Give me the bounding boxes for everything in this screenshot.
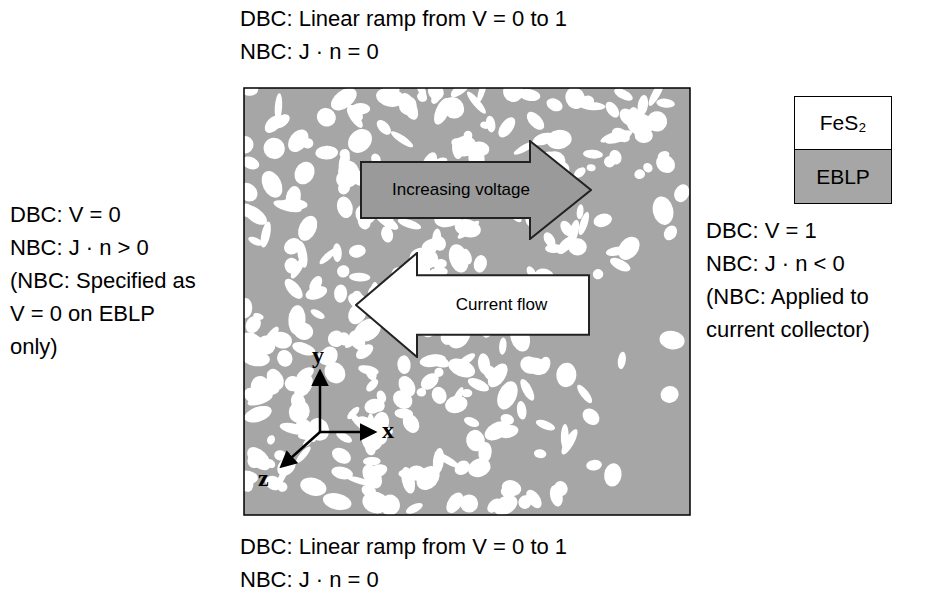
- boundary-condition-label: NBC: J · n < 0: [706, 247, 845, 280]
- boundary-condition-label: NBC: J · n = 0: [240, 563, 379, 596]
- arrow-shape: Increasing voltage: [360, 140, 592, 240]
- arrow-label: Increasing voltage: [392, 180, 530, 200]
- axis-label: y: [312, 343, 324, 367]
- legend-swatch: EBLP: [794, 150, 892, 204]
- legend-swatch: FeS₂: [794, 96, 892, 150]
- axes-symbol: [282, 372, 374, 466]
- axis-label: z: [258, 466, 269, 490]
- boundary-condition-label: DBC: V = 1: [706, 214, 817, 247]
- legend-text: EBLP: [816, 165, 870, 189]
- boundary-condition-label: DBC: Linear ramp from V = 0 to 1: [240, 530, 567, 563]
- boundary-condition-label: (NBC: Specified as V = 0 on EBLP only): [10, 264, 202, 363]
- arrow-label: Current flow: [456, 295, 548, 315]
- boundary-condition-label: NBC: J · n = 0: [240, 35, 379, 68]
- boundary-condition-label: NBC: J · n > 0: [10, 231, 149, 264]
- boundary-condition-label: (NBC: Applied to current collector): [706, 280, 938, 346]
- legend-text: FeS₂: [820, 111, 867, 135]
- boundary-condition-label: DBC: V = 0: [10, 198, 121, 231]
- eblp-background: [244, 88, 690, 515]
- domain-border: [244, 88, 690, 515]
- legend: FeS₂ EBLP: [794, 96, 892, 204]
- axis-label: x: [382, 418, 394, 442]
- arrow-shape: Current flow: [355, 252, 590, 358]
- fes2-particles: [244, 88, 690, 515]
- boundary-condition-label: DBC: Linear ramp from V = 0 to 1: [240, 2, 567, 35]
